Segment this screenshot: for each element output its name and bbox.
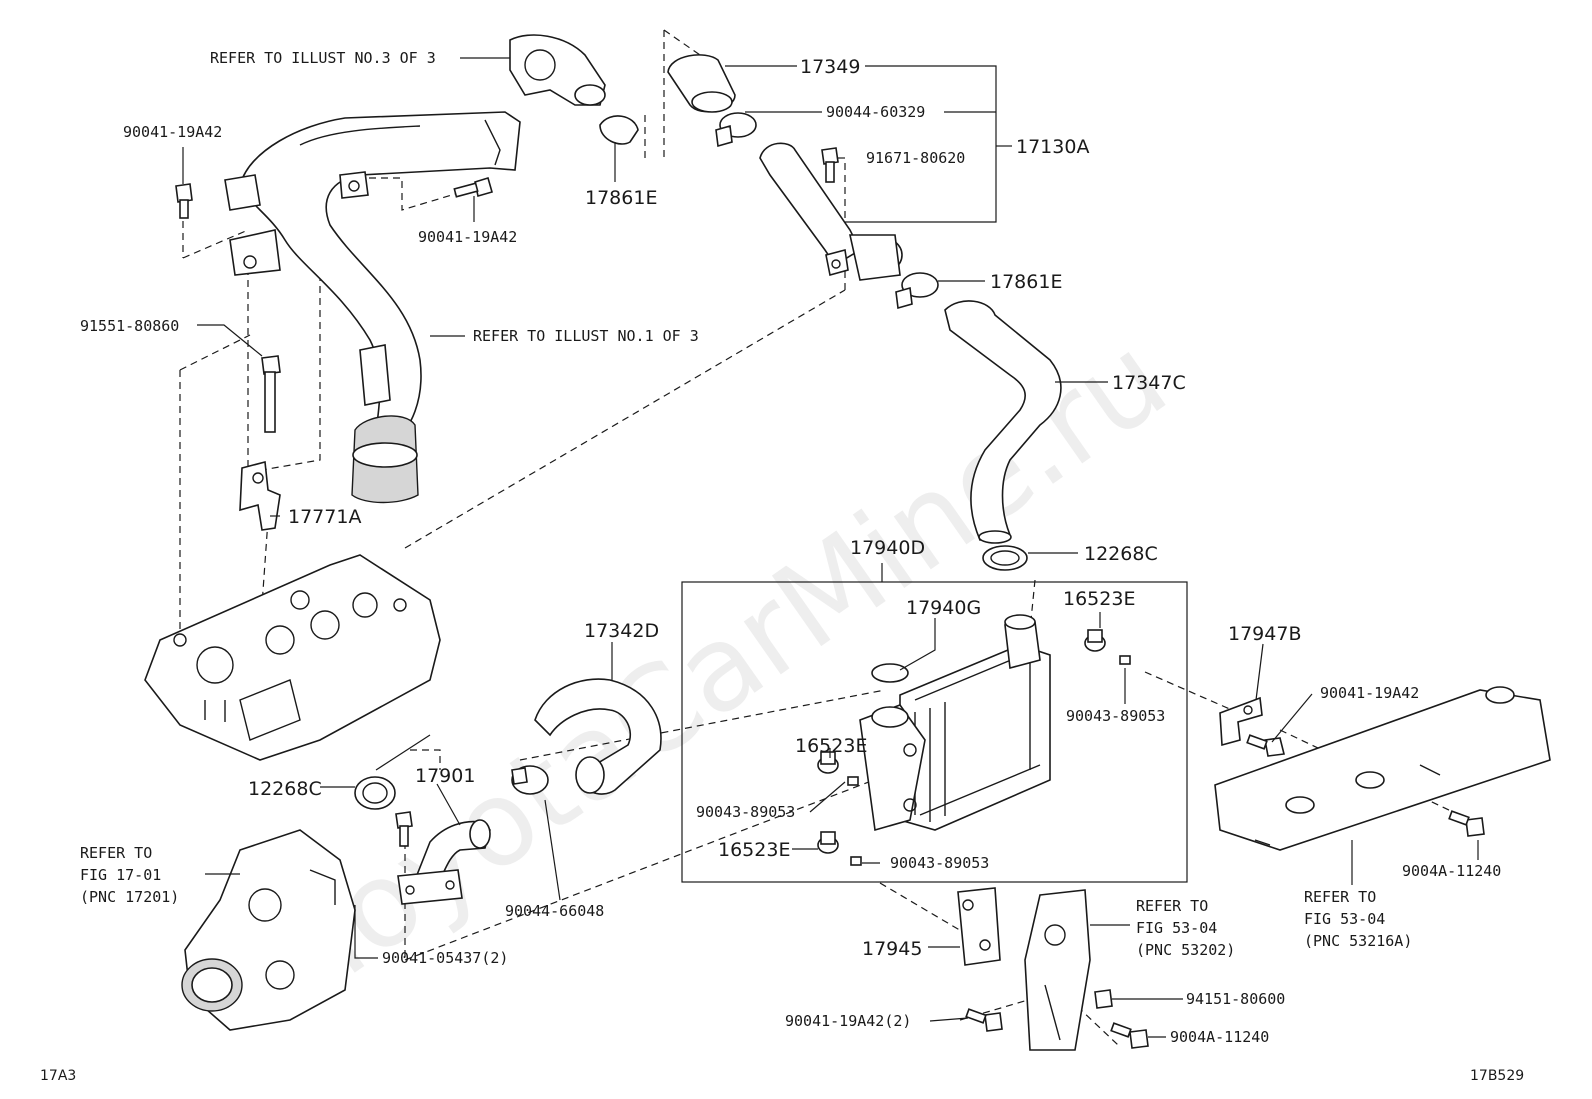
part-9004a-11240-b-label: 9004A-11240 — [1170, 1028, 1269, 1046]
bolt-90041-19a42-2 — [965, 1008, 1003, 1032]
bolt-91671-80620 — [821, 147, 839, 183]
part-17347c-label: 17347C — [1112, 372, 1186, 394]
part-90043-89053-b-label: 90043-89053 — [696, 803, 795, 821]
part-17771a-label: 17771A — [288, 506, 361, 528]
collar-90043-89053-bot — [850, 856, 862, 866]
outlet-fitting — [509, 34, 639, 145]
part-90043-89053-c-label: 90043-89053 — [890, 854, 989, 872]
o-ring-17940g — [871, 663, 909, 683]
part-17945-label: 17945 — [862, 938, 922, 960]
part-17342d-label: 17342D — [584, 620, 659, 642]
grommet-16523e-bot — [817, 831, 839, 854]
collar-90043-89053-top — [1119, 655, 1131, 665]
leader-lines — [182, 57, 1479, 1038]
side-member — [1214, 686, 1551, 851]
bolt-9004a-11240-bottom — [1110, 1022, 1149, 1049]
nut-94151-80600 — [1094, 989, 1113, 1009]
refer-53-04-a-line2: FIG 53-04 — [1304, 910, 1385, 928]
bolt-90041-19a42-left — [175, 183, 193, 219]
part-90041-19a42-a-label: 90041-19A42 — [123, 123, 222, 141]
part-94151-80600-label: 94151-80600 — [1186, 990, 1285, 1008]
collar-90043-89053-mid — [847, 776, 859, 786]
clamp-90044-66048 — [511, 765, 549, 795]
refer-53-04-b-line1: REFER TO — [1136, 897, 1208, 915]
figure-code-left: 17A3 — [40, 1068, 76, 1084]
part-90041-19a42-b-label: 90041-19A42 — [418, 228, 517, 246]
part-91551-80860-label: 91551-80860 — [80, 317, 179, 335]
refer-17-01-line1: REFER TO — [80, 844, 152, 862]
part-90041-05437-label: 90041-05437(2) — [382, 949, 508, 967]
hose-17342d — [534, 678, 662, 795]
clamp-90044-60329 — [715, 112, 757, 148]
bracket-17947b — [1219, 696, 1263, 747]
part-17130a-label: 17130A — [1016, 136, 1089, 158]
refer-17-01-line2: FIG 17-01 — [80, 866, 161, 884]
labels: REFER TO ILLUST NO.3 OF 3 90041-19A42 90… — [40, 49, 1524, 1084]
bolt-90041-19a42-mid — [453, 176, 493, 198]
intake-pipe-assembly — [224, 111, 521, 504]
refer-53-04-a-line3: (PNC 53216A) — [1304, 932, 1412, 950]
clamp-17861e-right — [895, 272, 939, 310]
throttle-body — [181, 829, 356, 1031]
refer-53-04-b-line3: (PNC 53202) — [1136, 941, 1235, 959]
intercooler-17940d — [859, 614, 1051, 832]
refer-illust-1-label: REFER TO ILLUST NO.1 OF 3 — [473, 327, 699, 345]
engine-head — [144, 554, 441, 761]
intercooler-group-frame — [681, 581, 1188, 883]
part-90044-66048-label: 90044-66048 — [505, 902, 604, 920]
part-17940d-label: 17940D — [850, 537, 925, 559]
refer-53-04-a-line1: REFER TO — [1304, 888, 1376, 906]
part-91671-80620-label: 91671-80620 — [866, 149, 965, 167]
part-16523e-b-label: 16523E — [795, 735, 867, 757]
bracket-17771a — [239, 460, 281, 531]
figure-code-right: 17B529 — [1470, 1068, 1524, 1084]
hose-17347c — [944, 300, 1062, 544]
part-90044-60329-label: 90044-60329 — [826, 103, 925, 121]
bracket-17945 — [957, 887, 1001, 966]
part-90041-19a42-2-label: 90041-19A42(2) — [785, 1012, 911, 1030]
part-12268c-a-label: 12268C — [1084, 543, 1158, 565]
clamp-12268c-left — [354, 776, 396, 810]
bolt-90041-19a42-right — [1246, 734, 1285, 757]
part-90041-19a42-c-label: 90041-19A42 — [1320, 684, 1419, 702]
part-12268c-b-label: 12268C — [248, 778, 322, 800]
radiator-support-pillar — [1024, 889, 1091, 1051]
hose-17349 — [667, 54, 736, 113]
clamp-12268c-top — [982, 545, 1028, 571]
elbow-17901 — [397, 819, 491, 905]
part-16523e-c-label: 16523E — [718, 839, 790, 861]
bolt-9004a-11240-right — [1448, 810, 1485, 837]
part-17947b-label: 17947B — [1228, 623, 1301, 645]
part-9004a-11240-a-label: 9004A-11240 — [1402, 862, 1501, 880]
part-90043-89053-a-label: 90043-89053 — [1066, 707, 1165, 725]
part-16523e-a-label: 16523E — [1063, 588, 1135, 610]
bolt-90041-05437 — [395, 811, 413, 847]
refer-53-04-b-line2: FIG 53-04 — [1136, 919, 1217, 937]
part-17861e-b-label: 17861E — [990, 271, 1062, 293]
grommet-16523e-mid — [817, 751, 839, 774]
pipe-17130a — [759, 142, 903, 281]
refer-illust-3-label: REFER TO ILLUST NO.3 OF 3 — [210, 49, 436, 67]
refer-17-01-line3: (PNC 17201) — [80, 888, 179, 906]
part-17901-label: 17901 — [415, 765, 475, 787]
bolt-91551-80860 — [261, 355, 281, 433]
grommet-16523e-top — [1084, 629, 1106, 652]
part-17940g-label: 17940G — [906, 597, 981, 619]
part-17349-label: 17349 — [800, 56, 860, 78]
part-17861e-a-label: 17861E — [585, 187, 657, 209]
